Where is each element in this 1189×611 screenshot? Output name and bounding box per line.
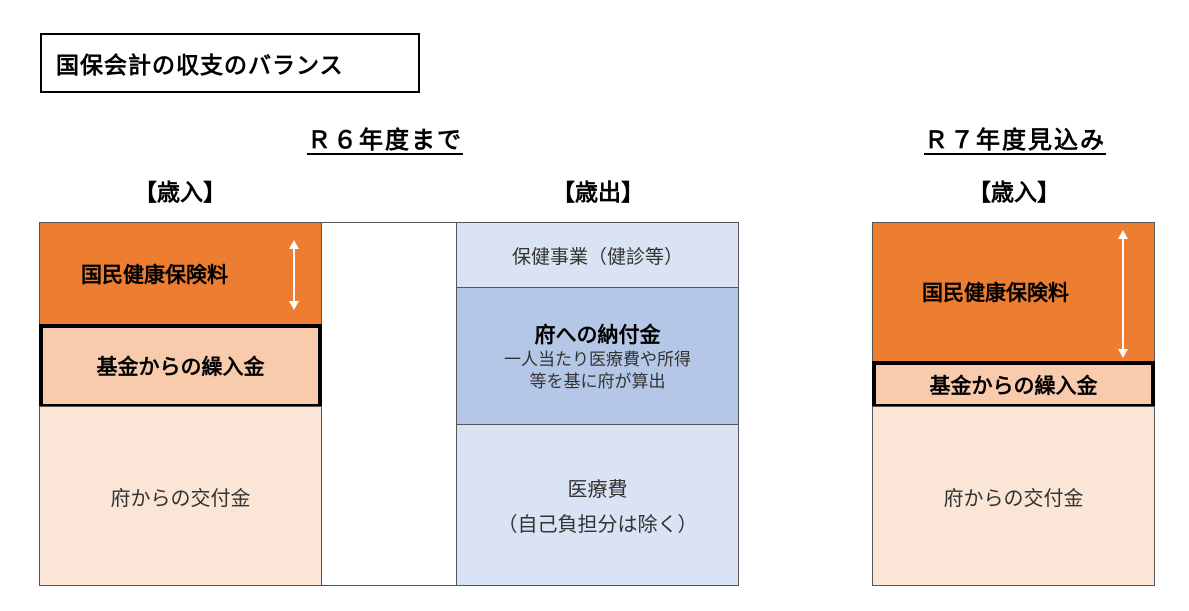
left-fund-transfer-label: 基金からの繰入金	[96, 355, 265, 379]
right-premium-label: 国民健康保険料	[922, 281, 1069, 305]
right-fund-transfer-label: 基金からの繰入金	[929, 373, 1098, 398]
column-gap	[321, 222, 457, 586]
diagram-title: 国保会計の収支のバランス	[40, 33, 420, 93]
health-projects-label: 保健事業（健診等）	[511, 245, 683, 268]
left-premium-label: 国民健康保険料	[81, 263, 228, 287]
payment-to-prefecture-block: 府への納付金 一人当たり医療費や所得 等を基に府が算出	[456, 287, 739, 425]
payment-note-line1: 一人当たり医療費や所得	[504, 349, 691, 370]
right-revenue-heading: 【歳入】	[968, 180, 1060, 206]
left-fund-transfer-block: 基金からの繰入金	[39, 324, 322, 408]
left-expenditure-heading: 【歳出】	[552, 180, 644, 206]
right-premium-block: 国民健康保険料	[872, 222, 1155, 362]
payment-to-prefecture-label: 府への納付金	[534, 322, 661, 347]
right-section-heading: Ｒ７年度見込み	[924, 126, 1106, 154]
right-prefecture-grant-label: 府からの交付金	[943, 485, 1084, 510]
medical-costs-note: （自己負担分は除く）	[497, 512, 698, 536]
left-premium-block: 国民健康保険料	[39, 222, 322, 326]
double-headed-arrow-icon	[1118, 230, 1128, 358]
left-section-heading: Ｒ６年度まで	[307, 126, 463, 154]
payment-note-line2: 等を基に府が算出	[529, 372, 666, 392]
medical-costs-label: 医療費	[567, 477, 628, 501]
left-prefecture-grant-block: 府からの交付金	[39, 406, 322, 586]
double-headed-arrow-icon	[289, 240, 299, 310]
medical-costs-block: 医療費 （自己負担分は除く）	[456, 424, 739, 586]
right-fund-transfer-block: 基金からの繰入金	[872, 361, 1155, 408]
health-projects-block: 保健事業（健診等）	[456, 222, 739, 288]
left-prefecture-grant-label: 府からの交付金	[110, 485, 251, 510]
right-prefecture-grant-block: 府からの交付金	[872, 406, 1155, 586]
left-revenue-heading: 【歳入】	[134, 180, 226, 206]
